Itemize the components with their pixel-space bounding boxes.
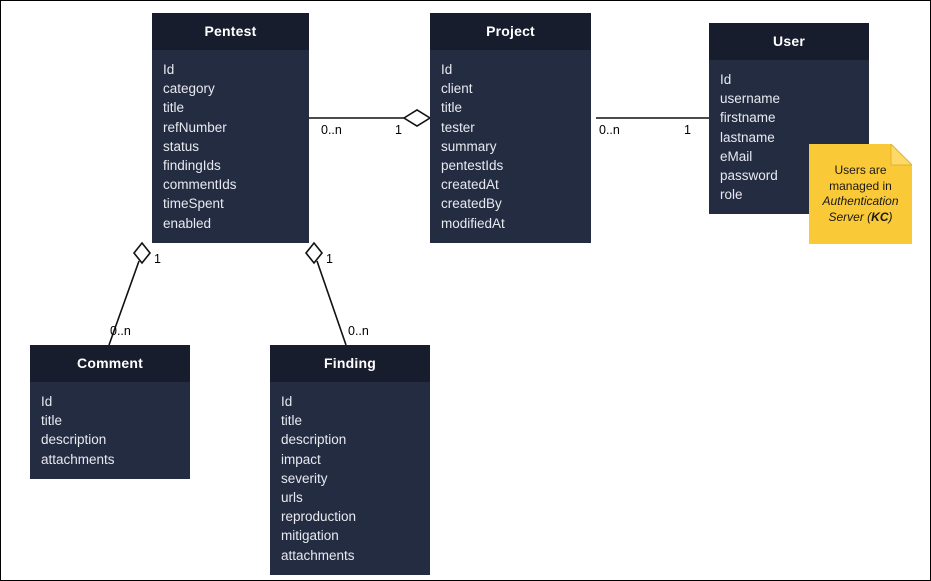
attribute-row: commentIds (163, 177, 237, 193)
attribute-row: createdAt (441, 177, 499, 193)
attribute-row: title (281, 413, 303, 429)
attribute-row: category (163, 81, 215, 97)
class-box-comment[interactable]: Comment Id title description attachments (30, 345, 190, 479)
attribute-row: enabled (163, 215, 212, 231)
multiplicity-pentest-finding-target: 0..n (348, 324, 369, 338)
sticky-note-text: Users are managed in Authentication Serv… (809, 144, 912, 244)
attribute-row: role (720, 187, 743, 203)
attribute-row: Id (720, 72, 732, 87)
class-box-project[interactable]: Project Id client title tester summary p… (430, 13, 591, 243)
attribute-row: attachments (41, 451, 115, 467)
note-line-4-emphasis: KC (871, 209, 889, 224)
attribute-row: timeSpent (163, 196, 224, 212)
multiplicity-project-user-target: 1 (684, 123, 691, 137)
attribute-row: firstname (720, 110, 776, 126)
attribute-row: summary (441, 138, 497, 154)
attribute-row: severity (281, 470, 328, 486)
class-box-finding[interactable]: Finding Id title description impact seve… (270, 345, 430, 575)
class-box-pentest[interactable]: Pentest Id category title refNumber stat… (152, 13, 309, 243)
attribute-row: mitigation (281, 528, 339, 544)
note-line-4-suffix: ) (888, 209, 893, 224)
attribute-row: description (281, 432, 347, 448)
sticky-note-shape (809, 142, 914, 244)
attribute-row: client (441, 81, 473, 97)
attribute-row: modifiedAt (441, 215, 505, 231)
attribute-row: lastname (720, 129, 775, 145)
note-line-4: Server (KC) (828, 210, 892, 226)
attribute-row: refNumber (163, 119, 227, 135)
aggregation-diamond-project (402, 109, 432, 127)
multiplicity-pentest-project-source: 0..n (321, 123, 342, 137)
class-attributes-comment: Id title description attachments (30, 382, 190, 479)
attribute-row: title (41, 413, 63, 429)
class-attributes-finding: Id title description impact severity url… (270, 382, 430, 575)
attribute-row: tester (441, 119, 475, 135)
attribute-row: title (163, 100, 185, 116)
attribute-row: Id (163, 62, 175, 77)
class-title-comment: Comment (30, 345, 190, 382)
attribute-row: Id (441, 62, 453, 77)
attribute-row: title (441, 100, 463, 116)
attribute-row: pentestIds (441, 158, 504, 174)
edge-pentest-finding (316, 260, 347, 346)
attribute-row: password (720, 168, 778, 184)
attribute-row: Id (281, 394, 293, 409)
aggregation-diamond-comment (132, 241, 152, 265)
multiplicity-pentest-comment-source: 1 (154, 252, 161, 266)
class-title-finding: Finding (270, 345, 430, 382)
attribute-row: impact (281, 451, 321, 467)
attribute-row: urls (281, 490, 303, 506)
class-title-project: Project (430, 13, 591, 50)
note-line-1: Users are (834, 163, 887, 177)
class-attributes-project: Id client title tester summary pentestId… (430, 50, 591, 243)
attribute-row: username (720, 91, 781, 107)
class-title-user: User (709, 23, 869, 60)
class-attributes-pentest: Id category title refNumber status findi… (152, 50, 309, 243)
multiplicity-pentest-finding-source: 1 (326, 252, 333, 266)
note-line-4-prefix: Server ( (828, 209, 872, 224)
edge-pentest-comment (108, 260, 140, 346)
attribute-row: description (41, 432, 107, 448)
note-line-3: Authentication (822, 194, 899, 208)
attribute-row: createdBy (441, 196, 502, 212)
sticky-note-users[interactable]: Users are managed in Authentication Serv… (809, 142, 914, 244)
attribute-row: findingIds (163, 158, 221, 174)
attribute-row: eMail (720, 148, 753, 164)
attribute-row: attachments (281, 547, 355, 563)
multiplicity-pentest-comment-target: 0..n (110, 324, 131, 338)
attribute-row: Id (41, 394, 53, 409)
note-line-2: managed in (829, 178, 892, 193)
aggregation-diamond-finding (304, 241, 324, 265)
multiplicity-project-user-source: 0..n (599, 123, 620, 137)
class-attributes-user: Id username firstname lastname eMail pas… (709, 60, 869, 214)
multiplicity-pentest-project-target: 1 (395, 123, 402, 137)
attribute-row: status (163, 138, 200, 154)
attribute-row: reproduction (281, 509, 357, 525)
class-title-pentest: Pentest (152, 13, 309, 50)
